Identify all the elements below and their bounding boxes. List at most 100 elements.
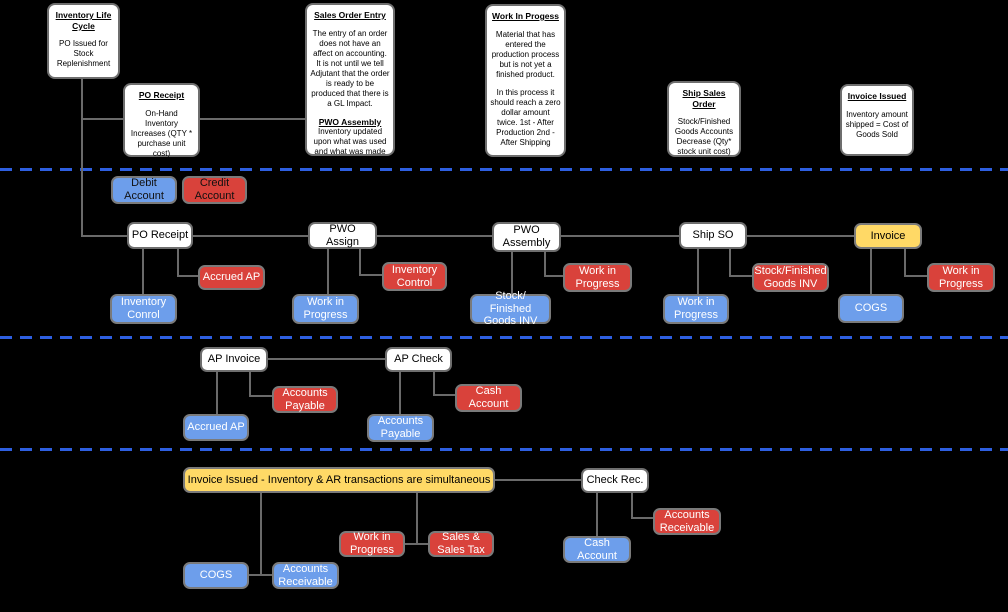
- connector-lifecycle-vertical: [81, 78, 83, 237]
- node-pwo-assign: PWO Assign: [308, 222, 377, 249]
- node-work-in-progress-credit-3: Work in Progress: [339, 531, 405, 557]
- node-label: AP Check: [394, 353, 443, 366]
- node-label: Cash Account: [468, 385, 509, 410]
- node-pwo-assembly: PWO Assembly: [492, 222, 561, 252]
- node-label: Cash Account: [577, 536, 617, 562]
- node-inventory-control-credit: Inventory Control: [382, 262, 447, 291]
- section-separator-3: [0, 448, 1008, 451]
- node-label: Accounts Payable: [282, 386, 328, 412]
- node-invoice-issued-banner: Invoice Issued - Inventory & AR transact…: [183, 467, 495, 493]
- note-body: Inventory amount shipped = Cost of Goods…: [845, 109, 909, 139]
- node-label: PWO Assembly: [502, 224, 551, 249]
- connector-checkrec-to-accountsreceivable: [631, 517, 655, 519]
- note-body: On-Hand Inventory Increases (QTY * purch…: [130, 108, 193, 158]
- legend-debit-label: Debit Account: [124, 177, 164, 202]
- node-label: Work in Progress: [303, 296, 348, 321]
- connector-lifecycle-to-poreceipt-note: [81, 118, 125, 120]
- node-label: Accrued AP: [202, 271, 261, 284]
- node-ap-invoice: AP Invoice: [200, 347, 268, 372]
- connector-apcheck-to-accountspayable: [399, 372, 401, 414]
- legend-credit-label: Credit Account: [194, 177, 235, 202]
- connector-apinvoice-to-accruedap: [216, 372, 218, 414]
- note-inventory-life-cycle: Inventory Life Cycle PO Issued for Stock…: [47, 3, 120, 79]
- node-sales-sales-tax-credit: Sales & Sales Tax: [428, 531, 494, 557]
- connector-invoice-elbow-v: [904, 249, 906, 277]
- node-po-receipt: PO Receipt: [127, 222, 193, 249]
- connector-apinvoice-to-apcheck: [268, 358, 385, 360]
- connector-invoiceissued-to-checkrec: [495, 479, 581, 481]
- connector-pwoassembly-to-wip: [544, 275, 565, 277]
- node-label: Accrued AP: [187, 421, 245, 434]
- note-work-in-progress: Work In Progess Material that has entere…: [485, 4, 566, 157]
- connector-pwoassembly-to-stockfinished: [511, 252, 513, 294]
- node-label: COGS: [199, 569, 233, 582]
- connector-cogs-to-accountsreceivable: [249, 574, 274, 576]
- connector-checkrec-to-cashaccount: [596, 493, 598, 536]
- node-cogs-debit-1: COGS: [838, 294, 904, 323]
- note-title: Ship Sales Order: [682, 88, 726, 109]
- connector-pwoassign-to-wip: [327, 249, 329, 295]
- connector-shipso-elbow-v: [729, 249, 731, 277]
- node-accrued-ap-credit: Accrued AP: [198, 265, 265, 290]
- legend-credit-account: Credit Account: [182, 176, 247, 204]
- node-cash-account-credit: Cash Account: [455, 384, 522, 412]
- node-label: Ship SO: [692, 229, 734, 242]
- node-label: AP Invoice: [207, 353, 261, 366]
- node-work-in-progress-credit-1: Work in Progress: [563, 263, 632, 292]
- node-label: Work in Progress: [938, 264, 984, 290]
- connector-apcheck-to-cashaccount: [433, 394, 457, 396]
- node-label: Check Rec.: [586, 474, 644, 487]
- note-po-receipt: PO Receipt On-Hand Inventory Increases (…: [123, 83, 200, 158]
- connector-poreceipt-to-inventoryconrol: [142, 249, 144, 295]
- node-invoice: Invoice: [854, 223, 922, 249]
- connector-invoice-to-wip: [904, 275, 929, 277]
- node-ship-so: Ship SO: [679, 222, 747, 249]
- note-title: Work In Progess: [492, 11, 559, 21]
- note-body: Stock/Finished Goods Accounts Decrease (…: [674, 117, 734, 157]
- node-label: COGS: [854, 302, 888, 315]
- connector-poreceipt-elbow-v: [177, 249, 179, 277]
- node-work-in-progress-debit-1: Work in Progress: [292, 294, 359, 324]
- connector-invoiceissued-right-v: [416, 493, 418, 544]
- note-title: Invoice Issued: [847, 91, 907, 101]
- node-label: PWO Assign: [325, 222, 360, 248]
- node-label: Sales & Sales Tax: [437, 531, 485, 556]
- node-label: Inventory Conrol: [120, 296, 167, 321]
- connector-pwoassign-to-inventorycontrol: [359, 274, 384, 276]
- connector-apinvoice-to-accountspayable: [249, 395, 274, 397]
- note-ship-sales-order: Ship Sales Order Stock/Finished Goods Ac…: [667, 81, 741, 157]
- connector-poreceipt-to-accruedap: [177, 275, 200, 277]
- node-accounts-receivable-debit: Accounts Receivable: [272, 562, 339, 589]
- node-label: Work in Progress: [349, 531, 395, 556]
- note-sales-order-entry: Sales Order Entry The entry of an order …: [305, 3, 395, 156]
- node-ap-check: AP Check: [385, 347, 452, 372]
- note-subtitle: PWO Assembly: [318, 116, 382, 127]
- note-body: The entry of an order does not have an a…: [310, 28, 390, 108]
- node-cash-account-debit: Cash Account: [563, 536, 631, 563]
- node-label: Accounts Payable: [377, 415, 424, 440]
- connector-shipso-to-wip: [697, 249, 699, 295]
- node-work-in-progress-credit-2: Work in Progress: [927, 263, 995, 292]
- connector-ledger-row-main: [81, 235, 856, 237]
- note-title: PO Receipt: [138, 90, 185, 100]
- node-label: Invoice: [870, 229, 906, 242]
- connector-apcheck-elbow-v: [433, 372, 435, 396]
- node-check-rec: Check Rec.: [581, 468, 649, 493]
- connector-invoiceissued-left-v: [260, 493, 262, 575]
- connector-apinvoice-elbow-v: [249, 372, 251, 397]
- node-label: Inventory Control: [391, 263, 438, 289]
- node-label: Work in Progress: [673, 296, 719, 321]
- connector-pwoassign-elbow-v: [359, 249, 361, 276]
- note-body: Material that has entered the production…: [491, 29, 560, 79]
- node-stock-finished-goods-credit: Stock/Finished Goods INV: [752, 263, 829, 292]
- connector-invoice-to-cogs: [870, 249, 872, 295]
- connector-pwoassembly-elbow-v: [544, 252, 546, 277]
- node-accounts-payable-debit: Accounts Payable: [367, 414, 434, 442]
- legend-debit-account: Debit Account: [111, 176, 177, 204]
- node-inventory-conrol-debit: Inventory Conrol: [110, 294, 177, 324]
- note-body: Inventory updated upon what was used and…: [313, 127, 387, 157]
- note-invoice-issued: Invoice Issued Inventory amount shipped …: [840, 84, 914, 156]
- node-label: Invoice Issued - Inventory & AR transact…: [187, 473, 491, 486]
- node-label: Stock/Finished Goods INV: [754, 264, 827, 290]
